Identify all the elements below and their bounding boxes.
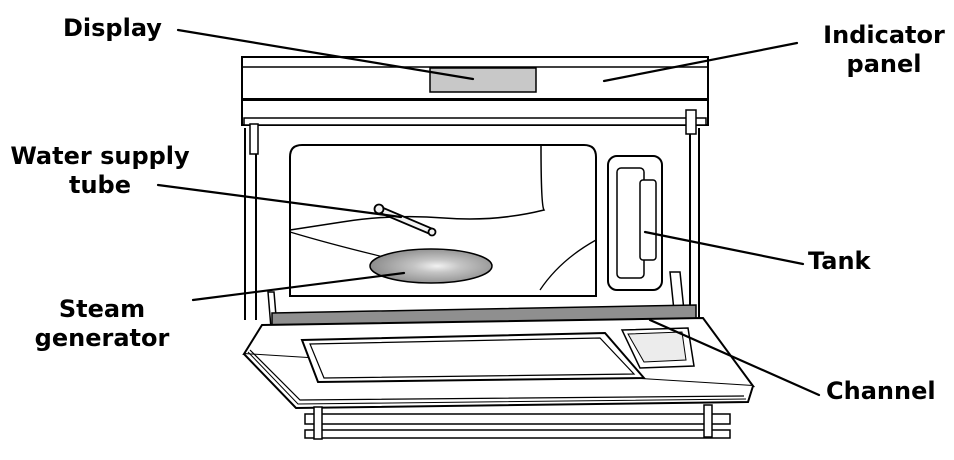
steam-generator xyxy=(369,248,493,284)
steam-generator-leader xyxy=(191,271,406,302)
top-hinges xyxy=(249,109,697,155)
tank-label: Tank xyxy=(808,247,871,275)
water-supply-tube-label-line1: Water supply xyxy=(10,142,190,170)
water-supply-tube-leader xyxy=(156,183,403,219)
oven-cavity xyxy=(289,144,597,297)
display-leader xyxy=(176,28,475,81)
channel-label: Channel xyxy=(826,377,936,405)
channel-leader xyxy=(648,318,821,397)
steam-generator-label-line1: Steam xyxy=(58,295,146,323)
water-supply-tube-label: Water supply tube xyxy=(4,142,196,200)
water-supply-tube xyxy=(373,203,437,237)
display-window xyxy=(429,67,537,93)
steam-generator-label-line2: generator xyxy=(34,324,170,352)
indicator-panel-label-line1: Indicator xyxy=(823,21,945,49)
indicator-panel-label: Indicator panel xyxy=(820,21,948,79)
open-door xyxy=(242,316,756,410)
water-tank xyxy=(607,155,663,291)
door-handle xyxy=(304,404,731,440)
oven-cabinet xyxy=(244,128,700,320)
tank-leader xyxy=(643,230,805,266)
indicator-panel-label-line2: panel xyxy=(846,50,922,78)
leader-lines xyxy=(156,28,821,397)
water-supply-tube-label-line2: tube xyxy=(68,171,131,199)
display-label: Display xyxy=(63,14,162,42)
steam-generator-label: Steam generator xyxy=(22,295,182,353)
indicator-panel-leader xyxy=(602,41,799,83)
